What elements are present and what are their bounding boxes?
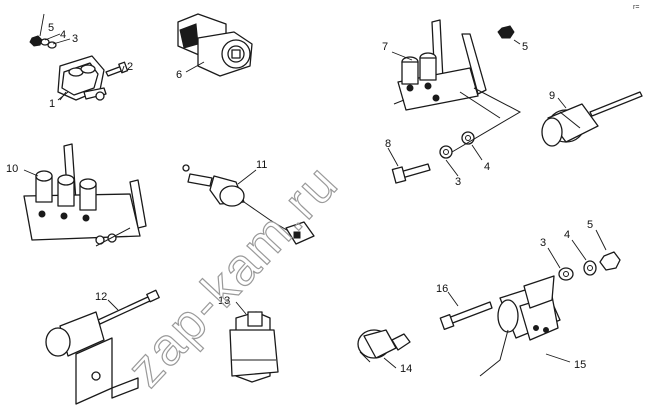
label-16: 16 bbox=[436, 283, 448, 295]
part-6-pressure-switch bbox=[177, 13, 253, 77]
label-3: 3 bbox=[72, 33, 78, 45]
leader-15-4 bbox=[571, 239, 587, 261]
leader-1-4 bbox=[44, 33, 61, 41]
part-15-solenoid bbox=[479, 275, 561, 377]
leader-9 bbox=[557, 97, 567, 109]
part-3-washer-mid bbox=[439, 145, 453, 159]
label-3-low: 3 bbox=[540, 237, 546, 249]
leader-8 bbox=[387, 147, 399, 167]
leader-12 bbox=[107, 299, 119, 311]
label-8: 8 bbox=[385, 138, 391, 150]
label-13: 13 bbox=[218, 295, 230, 307]
part-14-pressure-sensor bbox=[357, 329, 411, 363]
leader-7-5 bbox=[513, 39, 521, 45]
label-12: 12 bbox=[95, 291, 107, 303]
leader-1-1 bbox=[57, 91, 69, 101]
leader-7 bbox=[391, 51, 413, 61]
leader-14 bbox=[383, 357, 397, 369]
label-11: 11 bbox=[256, 159, 267, 171]
label-1: 1 bbox=[49, 98, 55, 110]
part-3-washer-low bbox=[558, 267, 574, 281]
leader-15-3 bbox=[547, 247, 561, 269]
part-4-washer-low bbox=[583, 260, 597, 276]
part-10-valve-block bbox=[23, 143, 147, 247]
label-6: 6 bbox=[176, 69, 182, 81]
label-9: 9 bbox=[549, 90, 555, 102]
part-13-sensor-cylinder bbox=[229, 311, 279, 383]
label-5-low: 5 bbox=[587, 219, 593, 231]
leader-7-3 bbox=[445, 159, 459, 177]
leader-11 bbox=[237, 169, 257, 185]
part-5-nut-low bbox=[599, 251, 621, 271]
label-2: 2 bbox=[127, 61, 133, 73]
part-5-nut bbox=[29, 35, 43, 47]
part-8-bolt bbox=[391, 163, 431, 184]
label-14: 14 bbox=[400, 363, 412, 375]
label-15: 15 bbox=[574, 359, 586, 371]
label-4-mid: 4 bbox=[484, 161, 490, 173]
label-10: 10 bbox=[6, 163, 18, 175]
label-7: 7 bbox=[382, 41, 388, 53]
leader-16 bbox=[447, 291, 459, 307]
part-2-bolt bbox=[105, 61, 129, 77]
leader-15 bbox=[545, 353, 571, 363]
label-5: 5 bbox=[48, 22, 54, 34]
leader-1-5 bbox=[39, 13, 45, 37]
label-4: 4 bbox=[60, 29, 66, 41]
label-5-top-right: 5 bbox=[522, 41, 528, 53]
leader-10 bbox=[23, 169, 39, 177]
part-12-sensor-bracket bbox=[45, 289, 160, 405]
label-3-mid: 3 bbox=[455, 176, 461, 188]
leader-13 bbox=[235, 301, 247, 315]
corner-mark: r= bbox=[633, 4, 639, 11]
label-4-low: 4 bbox=[564, 229, 570, 241]
leader-1-2 bbox=[121, 65, 125, 73]
leader-7-4 bbox=[471, 144, 483, 161]
leader-1-3 bbox=[52, 38, 71, 45]
part-7-valve-block bbox=[393, 19, 487, 111]
part-9-sensor bbox=[541, 91, 643, 147]
part-5-nut-top-right bbox=[497, 25, 515, 39]
leader-6 bbox=[185, 61, 205, 73]
part-1-solenoid-valve bbox=[57, 55, 107, 101]
assembly-line-7b bbox=[459, 91, 501, 119]
assembly-line-7 bbox=[451, 87, 522, 153]
leader-15-5 bbox=[595, 229, 607, 251]
part-11-sensor-cable bbox=[182, 164, 315, 245]
part-16-bolt bbox=[439, 301, 493, 330]
